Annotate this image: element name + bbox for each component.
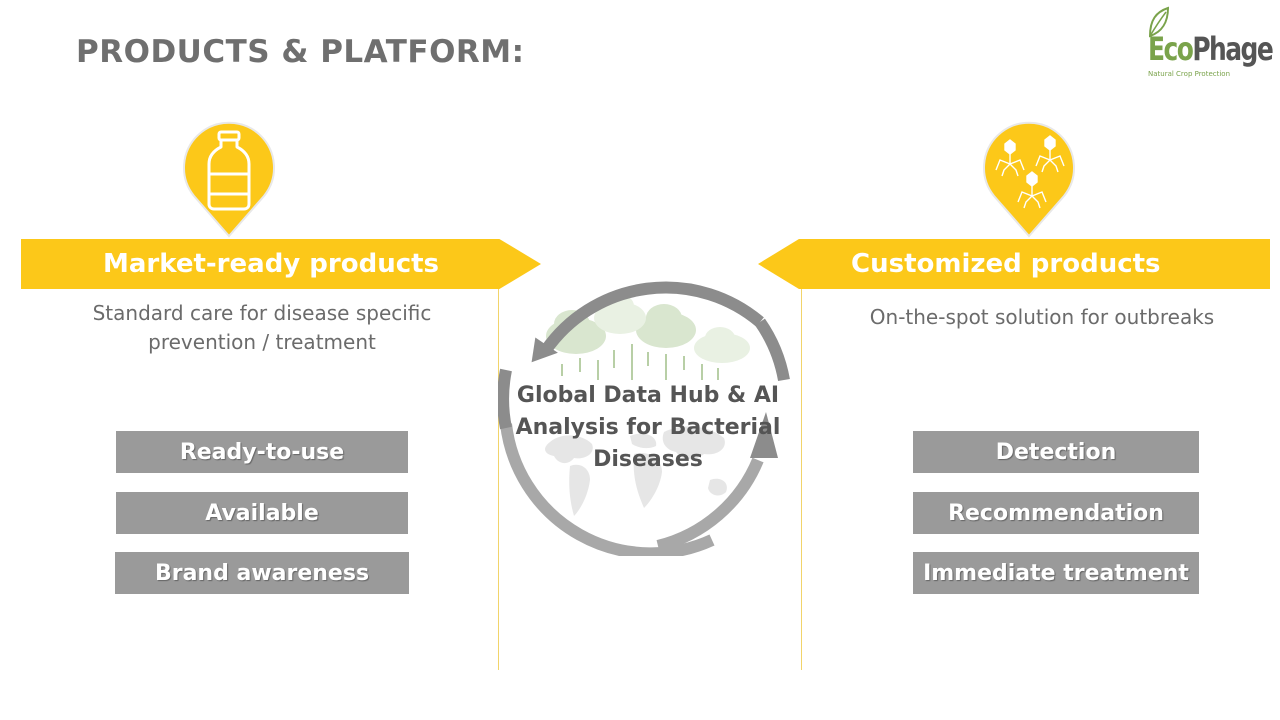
market-ready-description-line1: Standard care for disease specific — [92, 301, 432, 325]
logo-eco: Eco — [1148, 30, 1194, 68]
market-ready-description: Standard care for disease specific preve… — [40, 299, 484, 357]
left-divider — [498, 289, 499, 670]
center-platform-label: Global Data Hub & AI Analysis for Bacter… — [512, 380, 784, 476]
customized-description: On-the-spot solution for outbreaks — [869, 305, 1215, 329]
logo-wordmark: EcoPhage — [1148, 30, 1274, 68]
center-label-line2: Analysis for Bacterial — [515, 415, 781, 440]
center-label-line3: Diseases — [593, 447, 703, 472]
bottle-icon — [183, 121, 275, 238]
logo-phage: Phage — [1192, 30, 1273, 68]
detection-button[interactable]: Detection — [913, 431, 1199, 473]
leaf-icon — [1148, 6, 1170, 38]
right-divider — [801, 289, 802, 670]
ready-to-use-button[interactable]: Ready-to-use — [116, 431, 408, 473]
immediate-treatment-button[interactable]: Immediate treatment — [913, 552, 1199, 594]
logo-tagline: Natural Crop Protection — [1148, 70, 1231, 78]
recommendation-button[interactable]: Recommendation — [913, 492, 1199, 534]
market-ready-banner: Market-ready products — [21, 239, 541, 289]
ecophage-logo: EcoPhage Natural Crop Protection — [1140, 6, 1274, 86]
cloud-world-map-cycle-icon — [498, 281, 790, 556]
customized-banner: Customized products — [758, 239, 1270, 289]
market-ready-heading: Market-ready products — [103, 249, 440, 279]
bacteriophage-icon — [983, 121, 1075, 238]
brand-awareness-button[interactable]: Brand awareness — [115, 552, 409, 594]
page-title: PRODUCTS & PLATFORM: — [76, 34, 525, 70]
market-ready-description-line2: prevention / treatment — [148, 330, 376, 354]
customized-heading: Customized products — [851, 249, 1161, 279]
center-label-line1: Global Data Hub & AI — [516, 383, 780, 408]
available-button[interactable]: Available — [116, 492, 408, 534]
